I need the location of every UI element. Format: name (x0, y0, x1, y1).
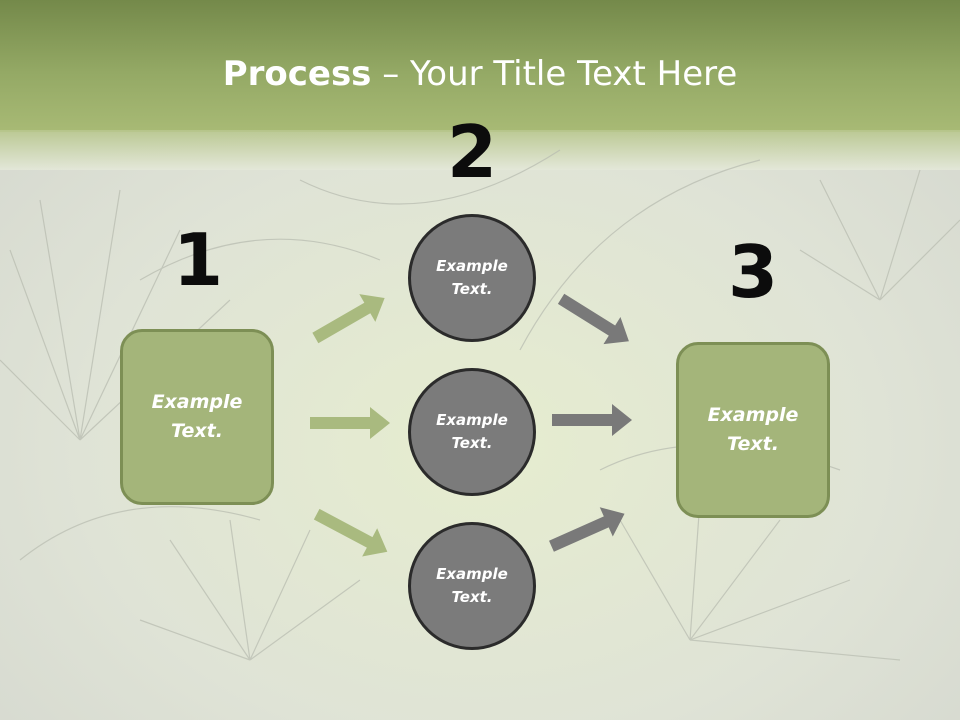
step-3-label: Example Text. (707, 404, 799, 455)
step-number-2: 2 (446, 110, 498, 194)
arrow-right-gray (552, 404, 632, 436)
step-number-3: 3 (727, 230, 779, 314)
step-number-1: 1 (172, 218, 224, 302)
arrow-down-right-green (313, 508, 388, 557)
step-2-circle-bottom-label: Example Text. (436, 565, 508, 606)
step-2-circle-middle: Example Text. (408, 368, 536, 496)
step-2-circle-top: Example Text. (408, 214, 536, 342)
title-bold: Process (222, 54, 372, 94)
title-rest: – Your Title Text Here (371, 54, 738, 94)
arrow-up-right-gray (549, 507, 625, 552)
step-2-circle-bottom: Example Text. (408, 522, 536, 650)
step-1-label: Example Text. (151, 391, 243, 442)
arrow-right-green (310, 407, 390, 439)
step-2-circle-middle-label: Example Text. (436, 411, 508, 452)
step-3-box: Example Text. (676, 342, 830, 518)
arrow-up-right-green (312, 294, 385, 344)
slide-title: Process – Your Title Text Here (0, 52, 960, 96)
arrow-down-right-gray (557, 293, 629, 345)
step-2-circle-top-label: Example Text. (436, 257, 508, 298)
step-1-box: Example Text. (120, 329, 274, 505)
